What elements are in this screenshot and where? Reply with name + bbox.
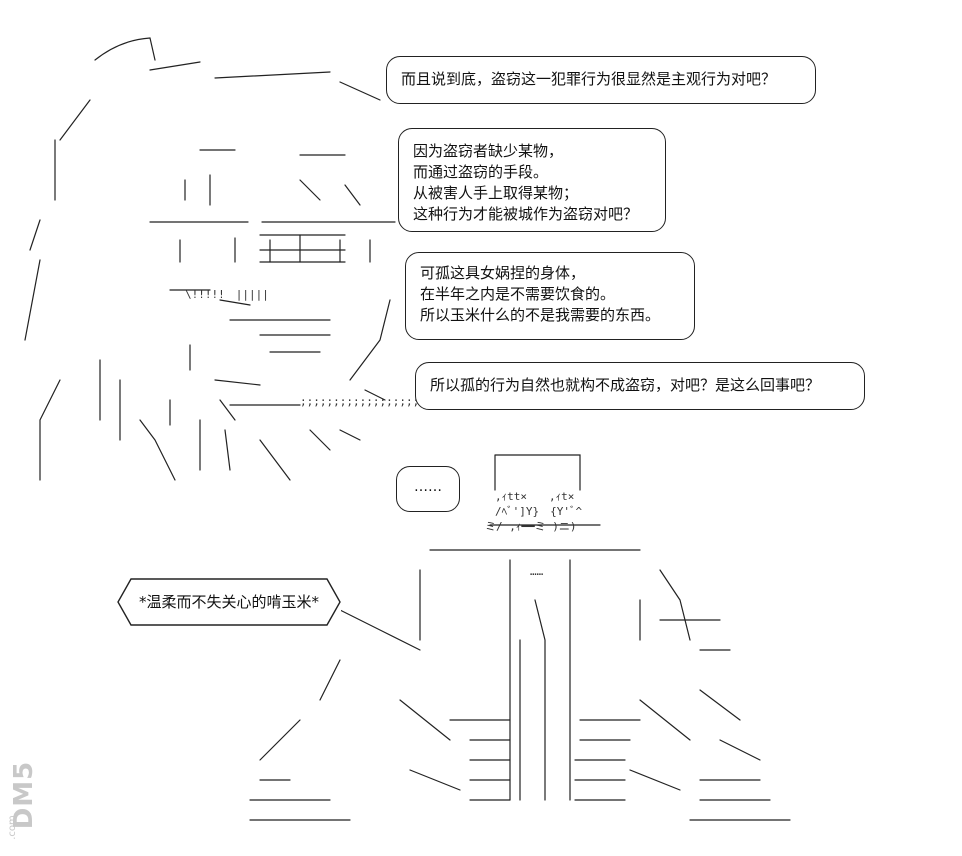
bubble-3-line-3: 所以玉米什么的不是我需要的东西。 <box>420 306 661 324</box>
glasses <box>149 221 396 263</box>
svg-text:\!!!!! |||||: \!!!!! ||||| <box>185 288 269 301</box>
speech-bubble-1: 而且说到底，盗窃这一犯罪行为很显然是主观行为对吧？ <box>386 56 816 104</box>
speech-bubble-2: 因为盗窃者缺少某物， 而通过盗窃的手段。 从被害人手上取得某物； 这种行为才能被… <box>398 128 666 232</box>
bubble-3-line-2: 在半年之内是不需要饮食的。 <box>420 285 616 303</box>
speech-bubble-4: 所以孤的行为自然也就构不成盗窃，对吧？是这么回事吧？ <box>415 362 865 410</box>
bubble-1-line-1: 而且说到底，盗窃这一犯罪行为很显然是主观行为对吧？ <box>401 70 777 88</box>
bubble-2-line-2: 而通过盗窃的手段。 <box>413 163 549 181</box>
bubble-3-line-1: 可孤这具女娲捏的身体， <box>420 264 586 282</box>
svg-text:……: …… <box>530 565 544 578</box>
watermark-suffix: .com <box>6 815 18 840</box>
svg-text:ミ/ ,ｨ━━ミ )ニ): ミ/ ,ｨ━━ミ )ニ) <box>485 520 576 533</box>
bubble-2-line-1: 因为盗窃者缺少某物， <box>413 142 564 160</box>
caption-frame <box>117 578 341 626</box>
svg-text:/ﾍﾞ']Y} {Y'ﾞ^: /ﾍﾞ']Y} {Y'ﾞ^ <box>495 505 582 518</box>
bubble-2-line-3: 从被害人手上取得某物； <box>413 184 579 202</box>
caption-tag: *温柔而不失关心的啃玉米* <box>117 578 341 626</box>
speech-bubble-3: 可孤这具女娲捏的身体， 在半年之内是不需要饮食的。 所以玉米什么的不是我需要的东… <box>405 252 695 340</box>
watermark: DM5 .com <box>6 742 39 846</box>
speech-bubble-ellipsis: …… <box>396 466 460 512</box>
bubble-4-line-1: 所以孤的行为自然也就构不成盗窃，对吧？是这么回事吧？ <box>430 376 821 394</box>
hair-outline <box>24 37 381 481</box>
bubble-5-line-1: …… <box>414 479 442 495</box>
bottom-figure <box>419 454 691 641</box>
svg-text:,ｨtt× ,ｨt×: ,ｨtt× ,ｨt× <box>495 490 574 503</box>
bubble-2-line-4: 这种行为才能被城作为盗窃对吧？ <box>413 205 639 223</box>
caption-text: *温柔而不失关心的啃玉米* <box>138 593 319 611</box>
svg-text:;;;;;;;;;;;;;;;;;;;: ;;;;;;;;;;;;;;;;;;; <box>300 395 426 408</box>
